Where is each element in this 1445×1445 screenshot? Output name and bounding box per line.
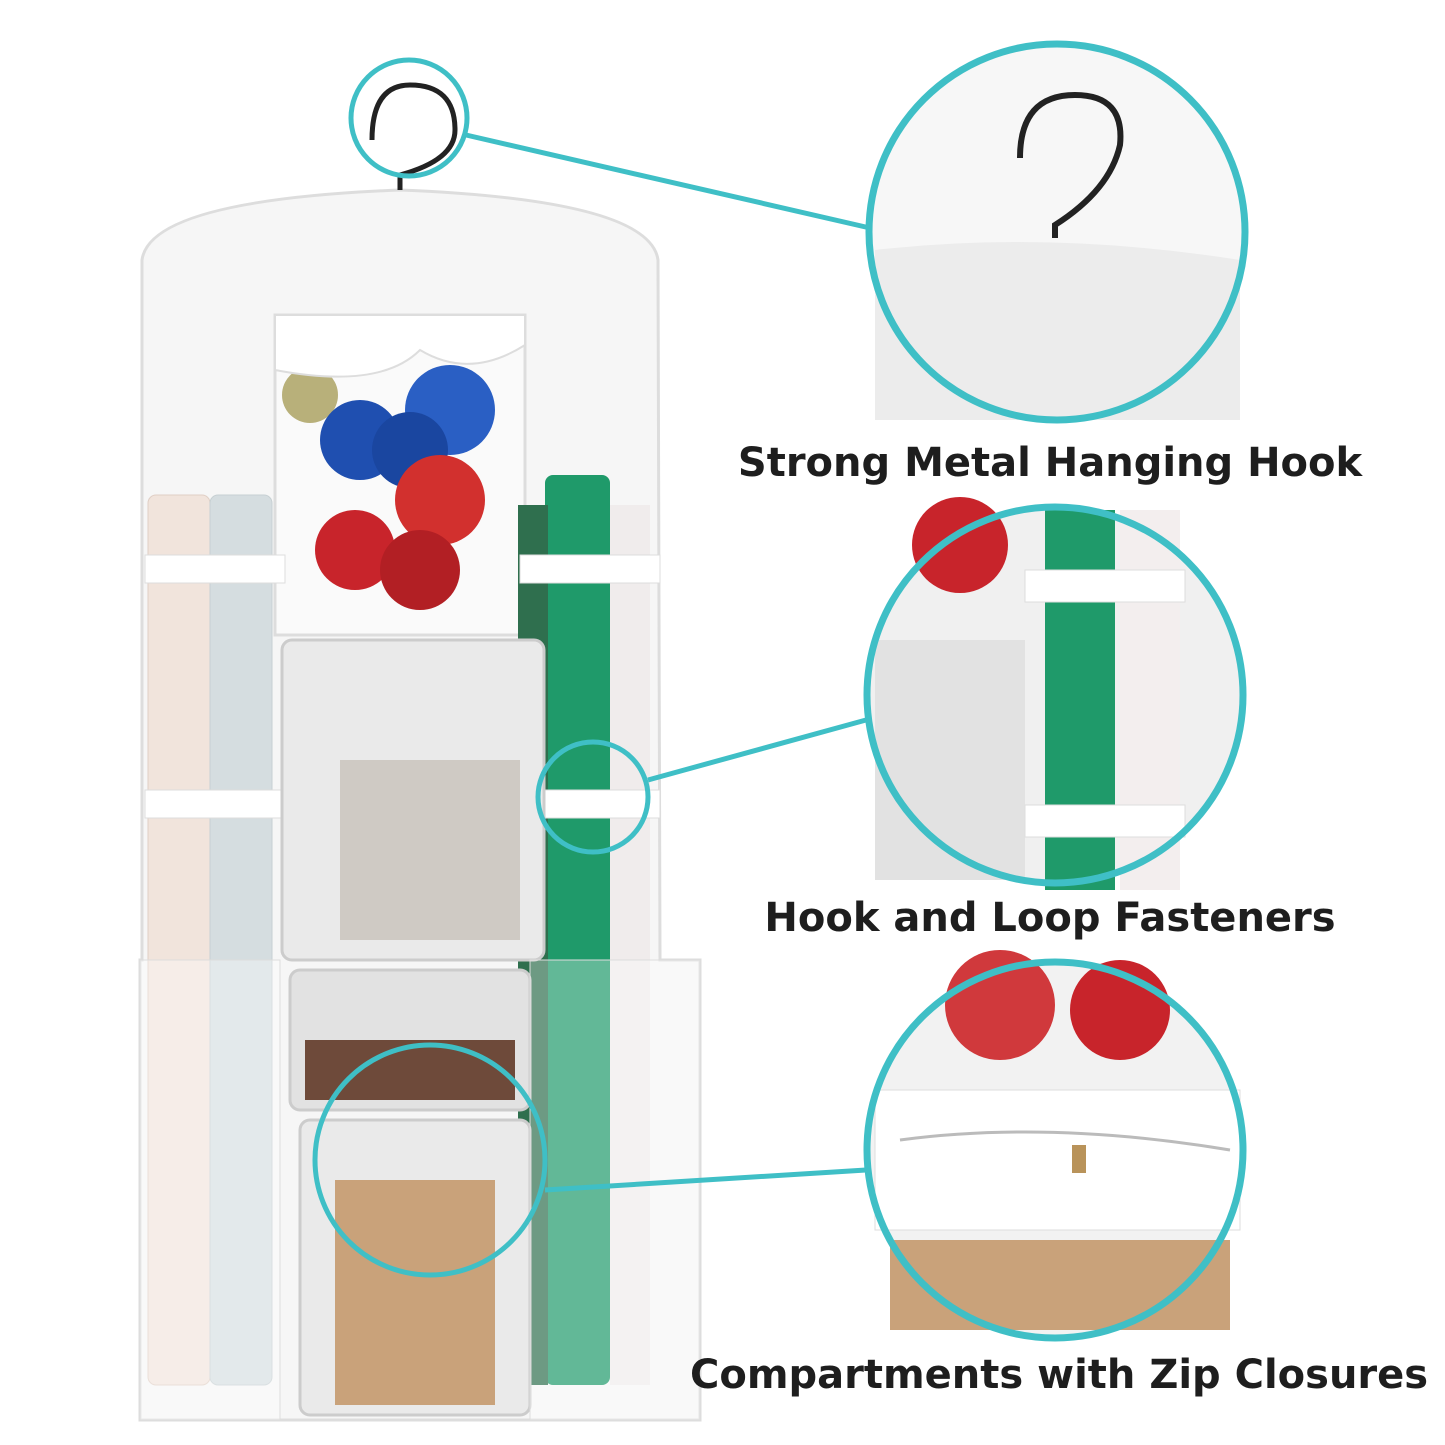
bows (282, 365, 495, 610)
hook-highlight-circle (348, 57, 470, 179)
hook-icon (1017, 91, 1124, 238)
zip-highlight-circle (312, 1042, 548, 1278)
zoom-circle-hook (865, 40, 1249, 424)
feature-label-hook: Strong Metal Hanging Hook (737, 440, 1363, 486)
organizer (138, 82, 702, 1422)
zoom-circle-zip (863, 950, 1247, 1342)
zoom-circle-fastener (863, 497, 1247, 890)
zipper-icon (899, 1130, 1231, 1152)
feature-label-zip: Compartments with Zip Closures (690, 1352, 1429, 1398)
feature-label-fasteners: Hook and Loop Fasteners (764, 895, 1336, 941)
hook-icon (369, 82, 458, 190)
callouts (312, 57, 871, 1278)
fastener-highlight-circle (535, 739, 651, 855)
